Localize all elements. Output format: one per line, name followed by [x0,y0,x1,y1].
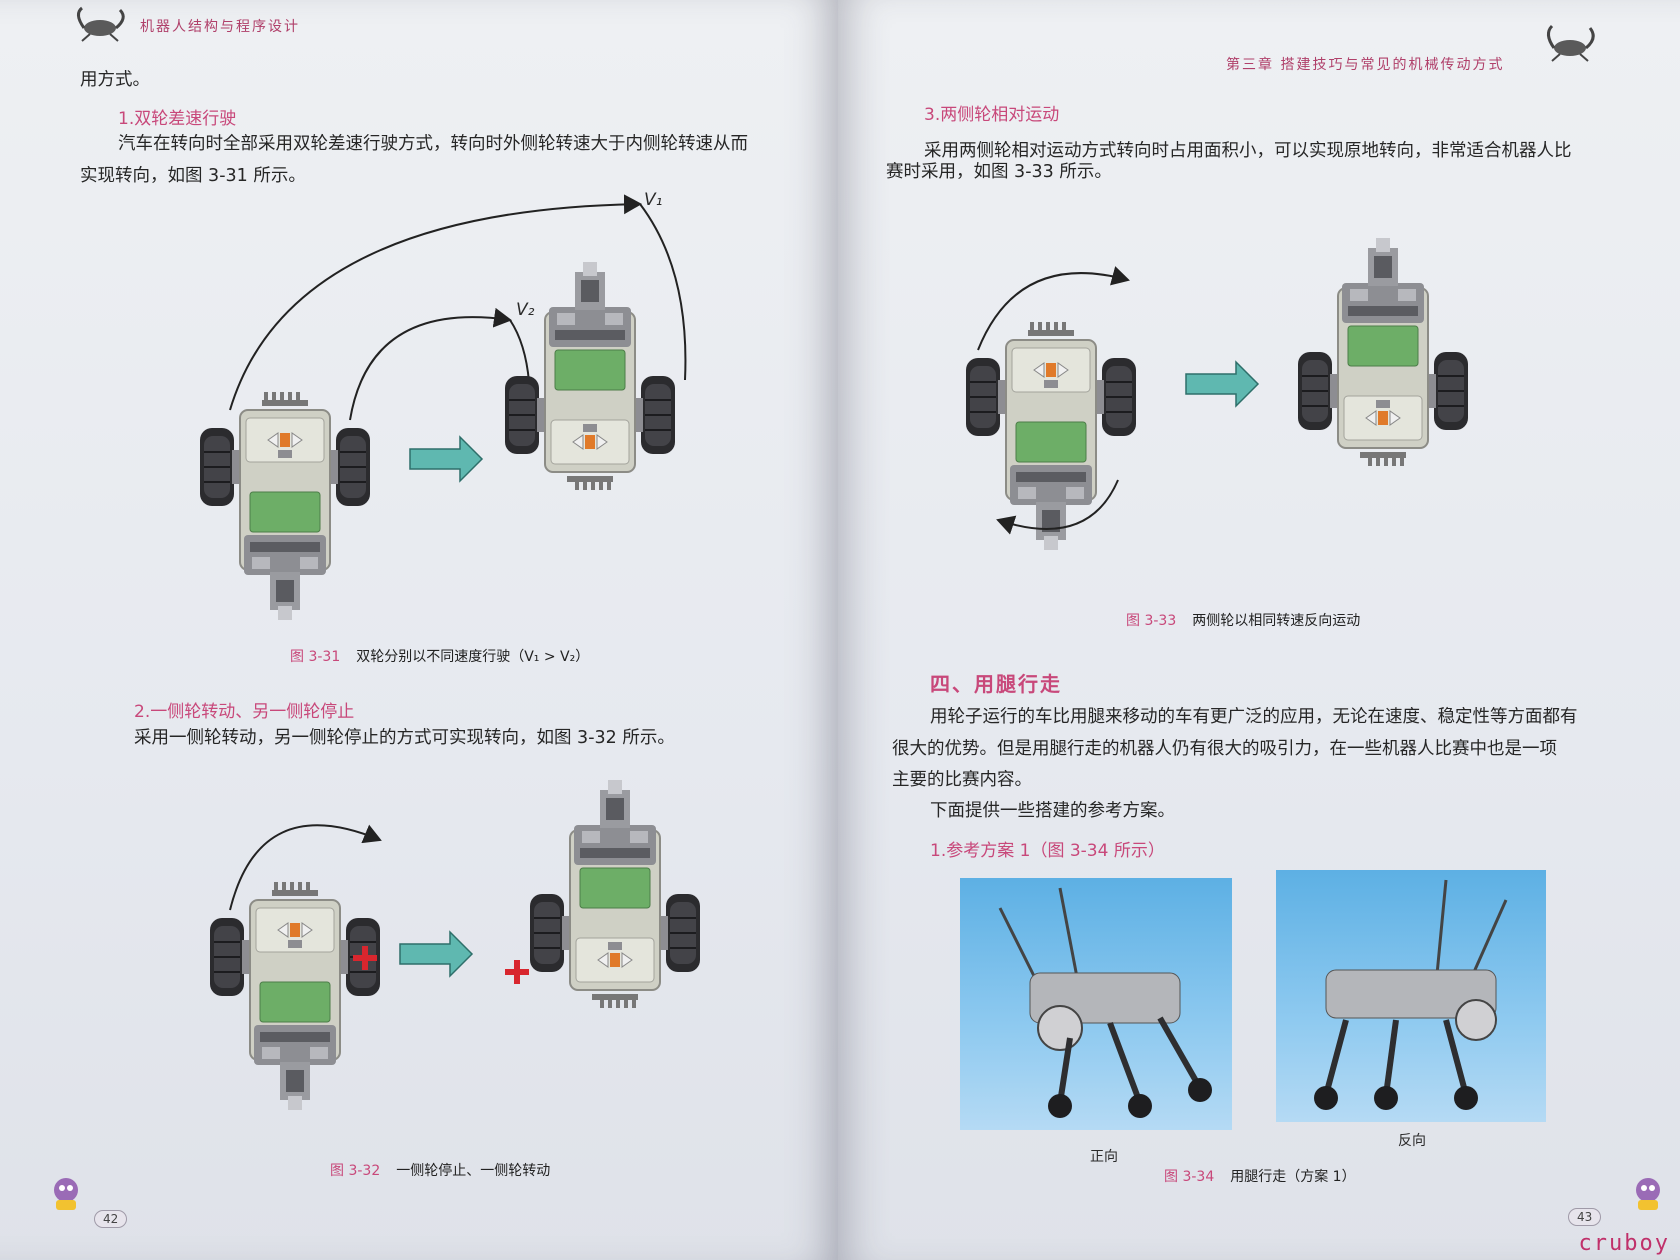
caption-3-32: 图 3-32 一侧轮停止、一侧轮转动 [330,1160,550,1180]
mascot-robot-icon [44,1172,88,1216]
photo-label-forward: 正向 [1090,1149,1118,1165]
caption-number: 图 3-32 [330,1163,381,1179]
paragraph-line: 下面提供一些搭建的参考方案。 [930,801,1175,821]
subsection-heading-differential: 1.双轮差速行驶 [118,109,237,129]
caption-text: 用腿行走（方案 1） [1230,1169,1356,1185]
photo-forward [960,878,1232,1130]
scorpion-robot-icon [1540,22,1600,62]
paragraph-line: 采用一侧轮转动，另一侧轮停止的方式可实现转向，如图 3-32 所示。 [134,728,675,748]
paragraph-line: 采用两侧轮相对运动方式转向时占用面积小，可以实现原地转向，非常适合机器人比 [924,141,1572,161]
caption-number: 图 3-33 [1126,613,1177,629]
caption-number: 图 3-34 [1164,1169,1215,1185]
scorpion-robot-icon [70,4,130,42]
caption-3-34: 图 3-34 用腿行走（方案 1） [1164,1166,1356,1186]
running-head: 机器人结构与程序设计 [140,19,300,35]
subsection-heading-plan1: 1.参考方案 1（图 3-34 所示） [930,841,1165,861]
subsection-heading-one-side: 2.一侧轮转动、另一侧轮停止 [134,702,355,722]
label-v2: V₂ [516,300,535,320]
page-number: 43 [1568,1208,1602,1226]
running-head: 第三章 搭建技巧与常见的机械传动方式 [1226,57,1505,73]
page-number: 42 [94,1210,128,1228]
caption-text: 两侧轮以相同转速反向运动 [1192,613,1361,629]
caption-text: 双轮分别以不同速度行驶（V₁ > V₂） [356,649,590,665]
mascot-robot-icon [1626,1172,1670,1216]
paragraph-line: 很大的优势。但是用腿行走的机器人仍有很大的吸引力，在一些机器人比赛中也是一项 [892,739,1557,759]
caption-3-31: 图 3-31 双轮分别以不同速度行驶（V₁ > V₂） [290,646,589,666]
subsection-heading-opposite: 3.两侧轮相对运动 [924,105,1060,125]
photo-reverse [1276,870,1546,1122]
paragraph-line: 赛时采用，如图 3-33 所示。 [886,162,1112,182]
left-page: 机器人结构与程序设计 用方式。 1.双轮差速行驶 汽车在转向时全部采用双轮差速行… [0,0,838,1260]
section-title-legged: 四、用腿行走 [930,672,1062,696]
figure-3-33 [958,200,1518,600]
paragraph-line: 汽车在转向时全部采用双轮差速行驶方式，转向时外侧轮转速大于内侧轮转速从而 [118,134,748,154]
paragraph-line: 主要的比赛内容。 [892,770,1032,790]
caption-text: 一侧轮停止、一侧轮转动 [396,1163,551,1179]
caption-number: 图 3-31 [290,649,341,665]
photo-label-reverse: 反向 [1398,1133,1426,1149]
label-v1: V₁ [644,190,663,210]
right-page: 第三章 搭建技巧与常见的机械传动方式 3.两侧轮相对运动 采用两侧轮相对运动方式… [838,0,1680,1260]
caption-3-33: 图 3-33 两侧轮以相同转速反向运动 [1126,610,1360,630]
paragraph-line: 实现转向，如图 3-31 所示。 [80,166,306,186]
intro-text: 用方式。 [80,70,150,90]
paragraph-line: 用轮子运行的车比用腿来移动的车有更广泛的应用，无论在速度、稳定性等方面都有 [930,707,1578,727]
figure-3-32 [200,770,720,1150]
watermark-text: cruboy [1578,1231,1670,1256]
figure-3-31: V₁ V₂ [170,190,730,630]
